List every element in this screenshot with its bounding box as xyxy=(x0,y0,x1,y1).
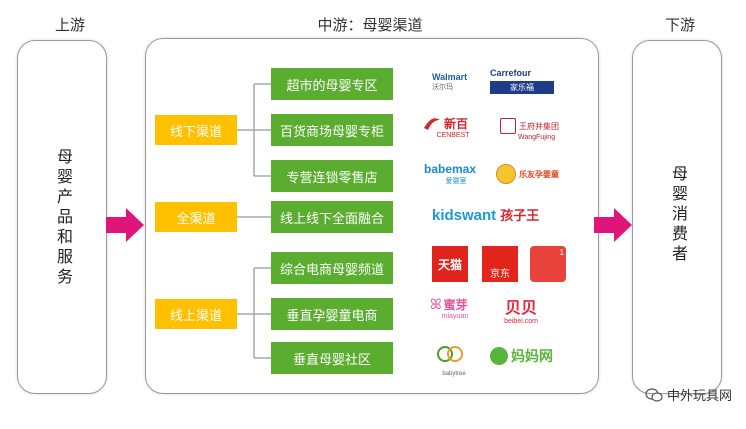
downstream-header: 下游 xyxy=(664,16,695,34)
babytree-icon xyxy=(437,346,463,362)
wechat-icon xyxy=(645,387,663,402)
xinbai-icon xyxy=(424,118,440,130)
xinbai-logo: 新百 CENBEST xyxy=(422,114,484,139)
jd-logo: 京东 xyxy=(482,246,518,282)
channel-vertical-ecommerce: 垂直孕婴童电商 xyxy=(271,298,393,330)
leyou-logo: 乐友孕婴童 xyxy=(496,164,576,184)
category-online: 线上渠道 xyxy=(155,299,237,329)
bunny-icon: ꕤ xyxy=(430,296,442,312)
mamaquan-icon xyxy=(490,347,508,365)
category-omni: 全渠道 xyxy=(155,202,237,232)
mia-logo: ꕤ 蜜芽 miayuan xyxy=(430,296,469,320)
watermark: 中外玩具网 xyxy=(645,385,732,404)
channel-department-store: 百货商场母婴专柜 xyxy=(271,114,393,146)
mamaquan-logo: 妈妈网 xyxy=(490,346,570,366)
channel-omni-fusion: 线上线下全面融合 xyxy=(271,201,393,233)
upstream-text: 母婴产品和服务 xyxy=(54,148,73,288)
upstream-panel xyxy=(17,40,107,394)
leyou-icon xyxy=(496,164,516,184)
babytree-logo: babytree xyxy=(436,344,472,377)
walmart-logo: Walmart 沃尔玛 xyxy=(432,72,468,91)
tmall-logo: 天猫 xyxy=(432,246,468,282)
category-offline: 线下渠道 xyxy=(155,115,237,145)
downstream-panel xyxy=(632,40,722,394)
babemax-logo: babemax 爱婴室 xyxy=(424,162,477,185)
dangdang-logo: 1 xyxy=(530,246,566,282)
wangfujing-logo: 王府井集团 WangFujing xyxy=(500,118,576,141)
kidswant-logo: kidswant 孩子王 xyxy=(432,207,540,224)
wangfujing-icon xyxy=(500,118,516,134)
downstream-text: 母婴消费者 xyxy=(669,165,688,265)
channel-chain-store: 专营连锁零售店 xyxy=(271,160,393,192)
carrefour-logo: Carrefour 家乐福 xyxy=(490,68,554,94)
arrow-right-icon xyxy=(594,208,632,242)
channel-ecommerce: 综合电商母婴频道 xyxy=(271,252,393,284)
upstream-header: 上游 xyxy=(54,16,85,34)
channel-supermarket: 超市的母婴专区 xyxy=(271,68,393,100)
midstream-header: 中游：母婴渠道 xyxy=(317,16,423,34)
beibei-logo: 贝贝 beibei.com xyxy=(504,300,538,325)
arrow-right-icon xyxy=(106,208,144,242)
channel-community: 垂直母婴社区 xyxy=(271,342,393,374)
